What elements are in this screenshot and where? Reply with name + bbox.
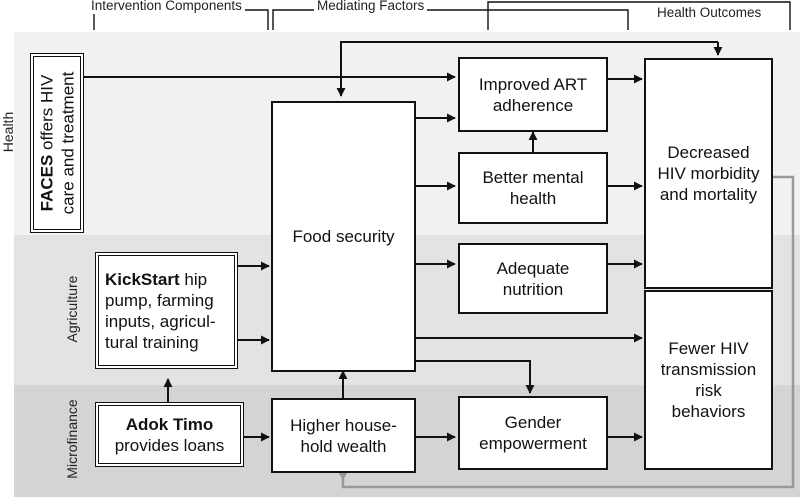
faces-text-1: offers HIV [37,74,57,155]
morbidity-box: Decreased HIV morbidity and mortality [644,58,773,289]
nutrition-text-1: Adequate [496,258,570,278]
wealth-text-2: hold wealth [300,436,387,456]
transmission-text-3: risk [695,381,722,400]
morbidity-text-3: and mortality [659,185,758,204]
mental-text-2: health [509,189,557,208]
food-security-text: Food security [292,227,395,246]
adok-text: provides loans [114,435,225,455]
art-text-2: adherence [492,95,574,115]
mental-text-1: Better mental [482,168,584,187]
food-security-box: Food security [271,101,416,372]
kickstart-text-3: inputs, agricul- [105,311,216,331]
gender-text-1: Gender [504,413,562,432]
feedback-loop [341,175,795,489]
art-adherence-box: Improved ART adherence [458,57,608,132]
header-health-outcomes: Health Outcomes [654,5,765,21]
transmission-text-2: transmission [660,360,757,379]
gender-text-2: empowerment [479,434,587,453]
household-wealth-box: Higher house- hold wealth [271,398,416,473]
kickstart-text-4: tural training [105,332,199,352]
adok-name: Adok Timo [125,414,214,434]
transmission-text-4: behaviors [671,402,746,421]
arrow-top-loop-to-food [336,41,718,97]
morbidity-text-1: Decreased [667,143,750,162]
faces-text-2: care and treatment [58,71,78,215]
morbidity-text-2: HIV morbidity [657,164,760,183]
adok-timo-box: Adok Timo provides loans [95,402,244,467]
kickstart-text-2: pump, farming [105,290,214,310]
header-mediating-factors: Mediating Factors [314,0,428,14]
wealth-text-1: Higher house- [290,415,397,435]
transmission-text-1: Fewer HIV [668,339,749,358]
nutrition-box: Adequate nutrition [458,243,608,314]
kickstart-text-1: hip [179,269,208,289]
arrow-food-to-gender [416,360,535,394]
art-text-1: Improved ART [478,74,588,94]
mental-health-box: Better mental health [458,152,608,224]
nutrition-text-2: nutrition [502,279,564,299]
kickstart-box: KickStart hip pump, farming inputs, agri… [95,252,238,369]
header-intervention-components: Intervention Components [88,0,245,14]
kickstart-name: KickStart [105,269,180,289]
transmission-box: Fewer HIV transmission risk behaviors [644,290,773,470]
faces-name: FACES [37,154,57,212]
gender-empowerment-box: Gender empowerment [458,396,608,470]
faces-box: FACES offers HIV care and treatment [30,53,84,233]
